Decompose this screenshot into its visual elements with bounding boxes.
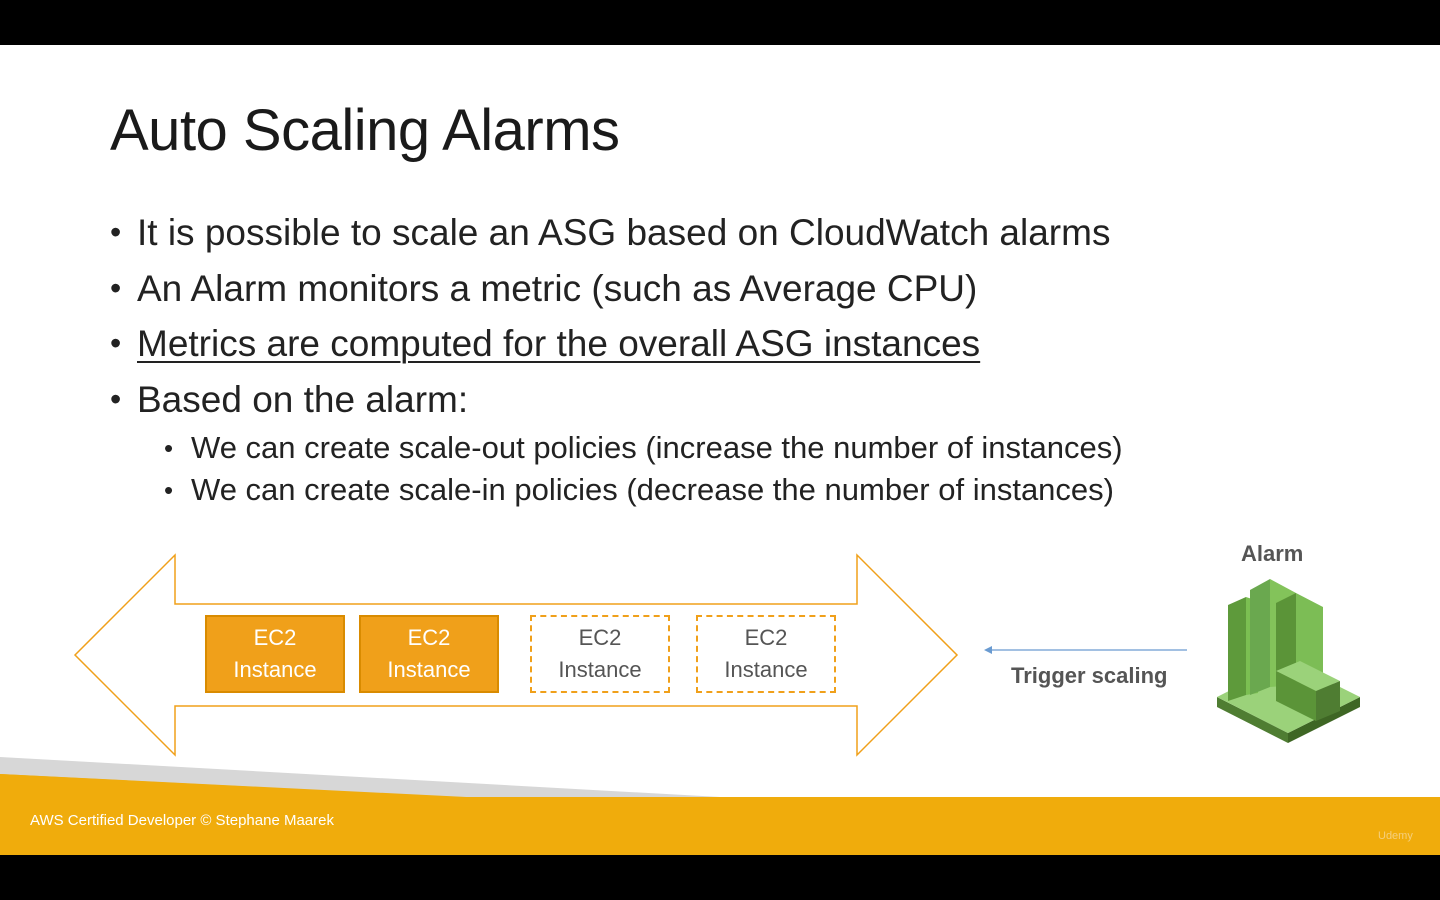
- sub-bullet-item: We can create scale-in policies (decreas…: [164, 469, 1123, 511]
- underlined-bullet-text: Metrics are computed for the overall ASG…: [137, 323, 981, 364]
- trigger-arrow-head: [984, 646, 992, 654]
- ec2-instance-box: EC2 Instance: [205, 615, 345, 693]
- ec2-instance-box-dashed: EC2 Instance: [696, 615, 836, 693]
- double-arrow-outline: [73, 553, 959, 757]
- slide-title: Auto Scaling Alarms: [110, 98, 620, 163]
- ec2-instance-line2: Instance: [233, 657, 317, 682]
- trigger-scaling-label: Trigger scaling: [1011, 663, 1168, 688]
- ec2-instance-line1: EC2: [253, 625, 297, 650]
- ec2-instance-line2: Instance: [724, 657, 808, 682]
- footer-credit: AWS Certified Developer © Stephane Maare…: [30, 812, 334, 829]
- ec2-instance-line2: Instance: [387, 657, 471, 682]
- ec2-instance-line1: EC2: [744, 625, 788, 650]
- alarm-label: Alarm: [1241, 541, 1304, 566]
- ec2-instance-line1: EC2: [407, 625, 451, 650]
- bullet-item: Based on the alarm:: [110, 372, 1123, 428]
- bullet-item: It is possible to scale an ASG based on …: [110, 205, 1123, 261]
- udemy-watermark: Udemy: [1378, 830, 1413, 842]
- diagram-canvas: [0, 553, 1440, 855]
- cloudwatch-alarm-icon: [1217, 579, 1360, 743]
- bullet-item: Metrics are computed for the overall ASG…: [110, 316, 1123, 372]
- bullet-item: An Alarm monitors a metric (such as Aver…: [110, 261, 1123, 317]
- letterbox-bottom: [0, 855, 1440, 900]
- letterbox-top: [0, 0, 1440, 45]
- ec2-instance-line2: Instance: [558, 657, 642, 682]
- slide: Auto Scaling Alarms It is possible to sc…: [0, 45, 1440, 855]
- ec2-instance-line1: EC2: [578, 625, 622, 650]
- bullet-list: It is possible to scale an ASG based on …: [110, 205, 1123, 511]
- sub-bullet-item: We can create scale-out policies (increa…: [164, 427, 1123, 469]
- ec2-instance-box: EC2 Instance: [359, 615, 499, 693]
- ec2-instance-box-dashed: EC2 Instance: [530, 615, 670, 693]
